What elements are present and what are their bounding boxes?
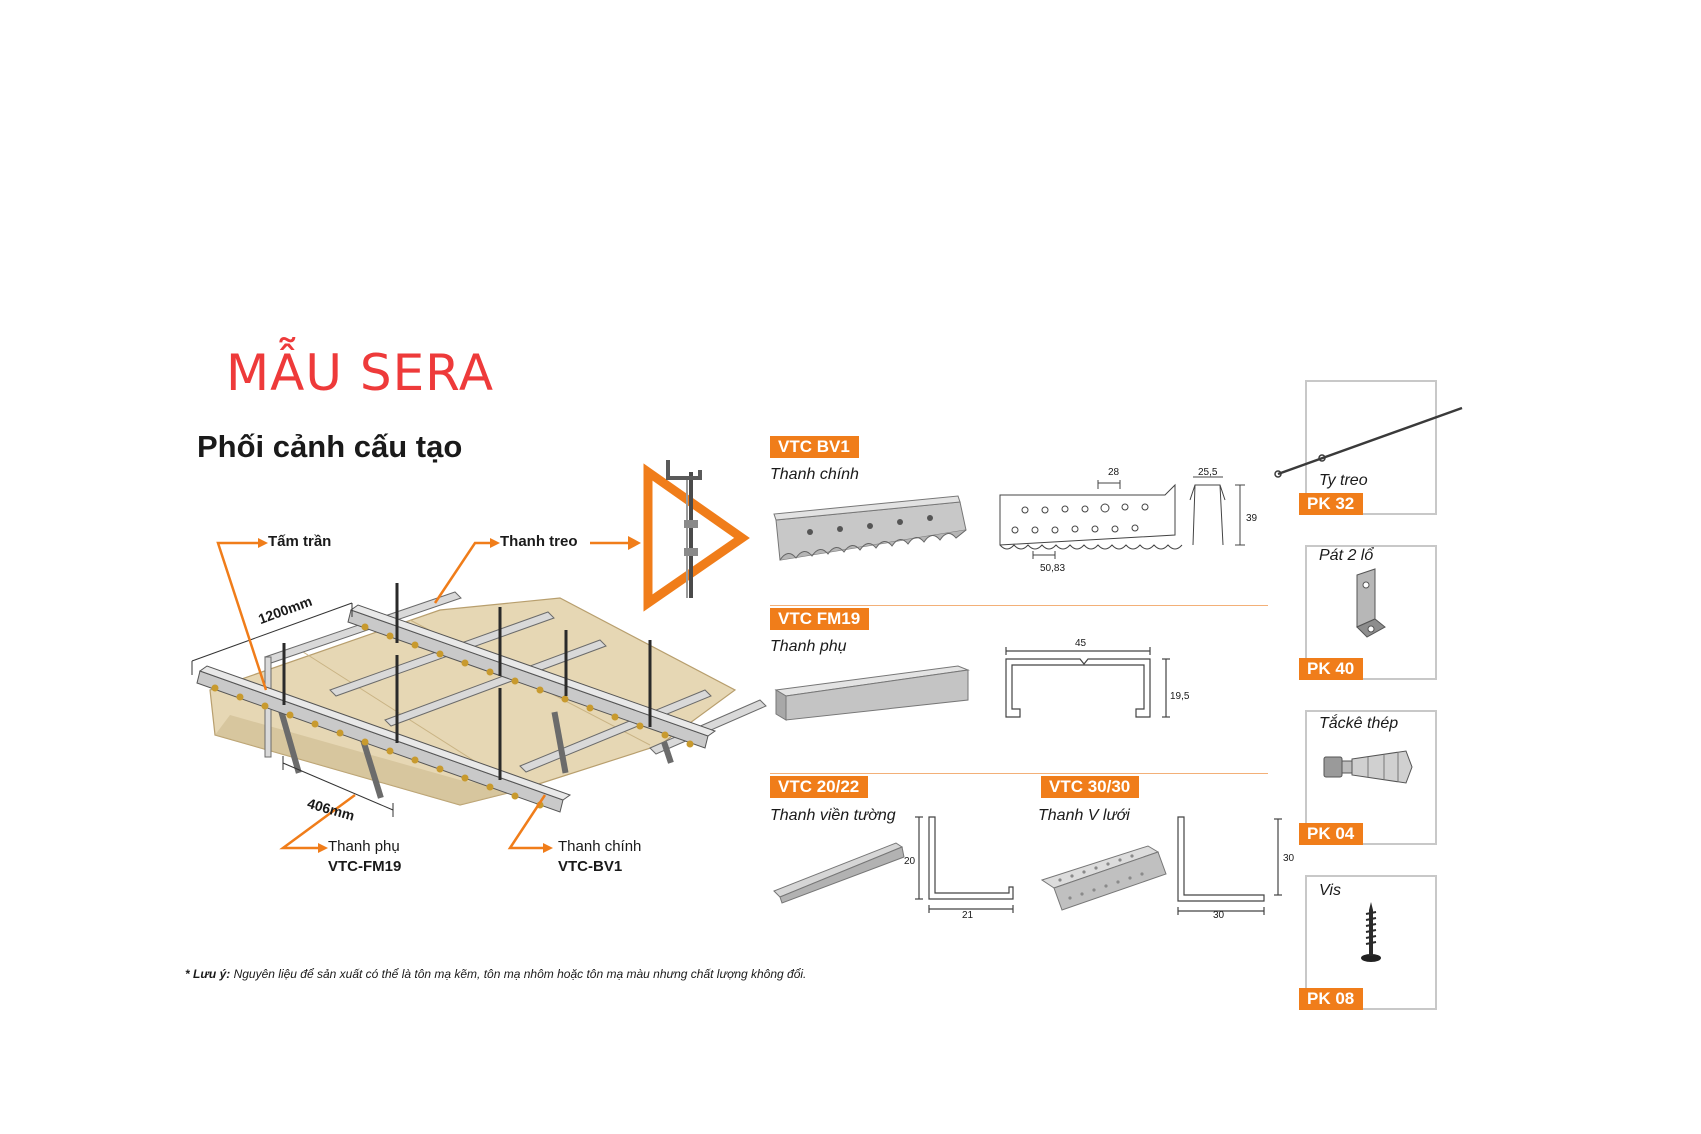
product-name: Thanh phụ [770, 638, 847, 655]
hanger-rod-icon [1274, 406, 1463, 478]
callout-lines [216, 541, 630, 850]
main-runner-drawing [999, 476, 1245, 559]
accessory-card-pat-2-lo: Pát 2 lổ PK 40 [1299, 545, 1437, 680]
footnote-text: Nguyên liệu để sản xuất có thể là tôn mạ… [233, 967, 807, 981]
dim-30-horizontal: 30 [1213, 910, 1225, 921]
dim-25-5: 25,5 [1198, 467, 1218, 478]
suspension-hook-icon [666, 460, 702, 598]
wall-angle-photo [773, 842, 905, 904]
accessory-code: PK 40 [1299, 658, 1364, 680]
product-tag: VTC FM19 [770, 608, 870, 630]
product-tag: VTC 20/22 [770, 776, 869, 798]
dim-21: 21 [962, 910, 974, 921]
main-runners [196, 604, 717, 813]
accessory-name: Vis [1319, 882, 1341, 899]
dimension-lines [191, 602, 394, 817]
v-mesh-angle-photo [1040, 845, 1167, 911]
brand-title: MẪU SERA [226, 344, 495, 402]
dim-28: 28 [1108, 467, 1120, 478]
dim-39: 39 [1246, 513, 1258, 524]
accessory-name: Tắckê thép [1319, 715, 1399, 732]
v-mesh-angle-drawing [1177, 816, 1282, 915]
product-tag: VTC 30/30 [1041, 776, 1140, 798]
dim-19-5: 19,5 [1170, 691, 1190, 702]
secondary-runner-drawing [1005, 647, 1170, 718]
accessory-code: PK 08 [1299, 988, 1364, 1010]
product-name: Thanh viền tường [770, 807, 896, 824]
label-tam-tran: Tấm trần [268, 533, 332, 550]
accessory-name: Ty treo [1319, 472, 1368, 489]
secondary-runner-photo [774, 665, 970, 721]
label-thanh-chinh-code: VTC-BV1 [558, 858, 623, 875]
label-thanh-treo: Thanh treo [500, 533, 578, 550]
dim-50-83: 50,83 [1040, 563, 1066, 574]
screw-icon [1361, 902, 1381, 962]
main-runner-photo [773, 495, 967, 561]
label-thanh-phu: Thanh phụ [328, 838, 400, 855]
dim-30-vertical: 30 [1283, 853, 1295, 864]
dim-20: 20 [904, 856, 916, 867]
label-thanh-phu-code: VTC-FM19 [328, 858, 402, 875]
wall-angle-drawing [915, 816, 1014, 913]
accessory-name: Pát 2 lổ [1319, 547, 1374, 564]
hanger-rods [282, 583, 652, 780]
product-name: Thanh chính [770, 466, 859, 483]
anchor-bolt-icon [1323, 750, 1413, 784]
accessory-code: PK 04 [1299, 823, 1364, 845]
dim-45: 45 [1075, 638, 1087, 649]
separator [770, 605, 1268, 606]
footnote-prefix: * Lưu ý: [185, 967, 231, 981]
bracket-icon [1356, 568, 1386, 638]
footnote: * Lưu ý: Nguyên liệu để sản xuất có thể … [185, 967, 806, 981]
product-name: Thanh V lưới [1038, 807, 1130, 824]
section-title: Phối cảnh cấu tạo [197, 429, 463, 464]
accessory-card-vis: Vis PK 08 [1299, 875, 1437, 1010]
accessory-card-ty-treo: Ty treo PK 32 [1299, 380, 1437, 515]
hanger-detail-triangle [643, 463, 750, 612]
product-tag: VTC BV1 [770, 436, 859, 458]
accessory-code: PK 32 [1299, 493, 1364, 515]
accessory-card-tacke-thep: Tắckê thép PK 04 [1299, 710, 1437, 845]
label-thanh-chinh: Thanh chính [558, 838, 642, 855]
separator [770, 773, 1268, 774]
